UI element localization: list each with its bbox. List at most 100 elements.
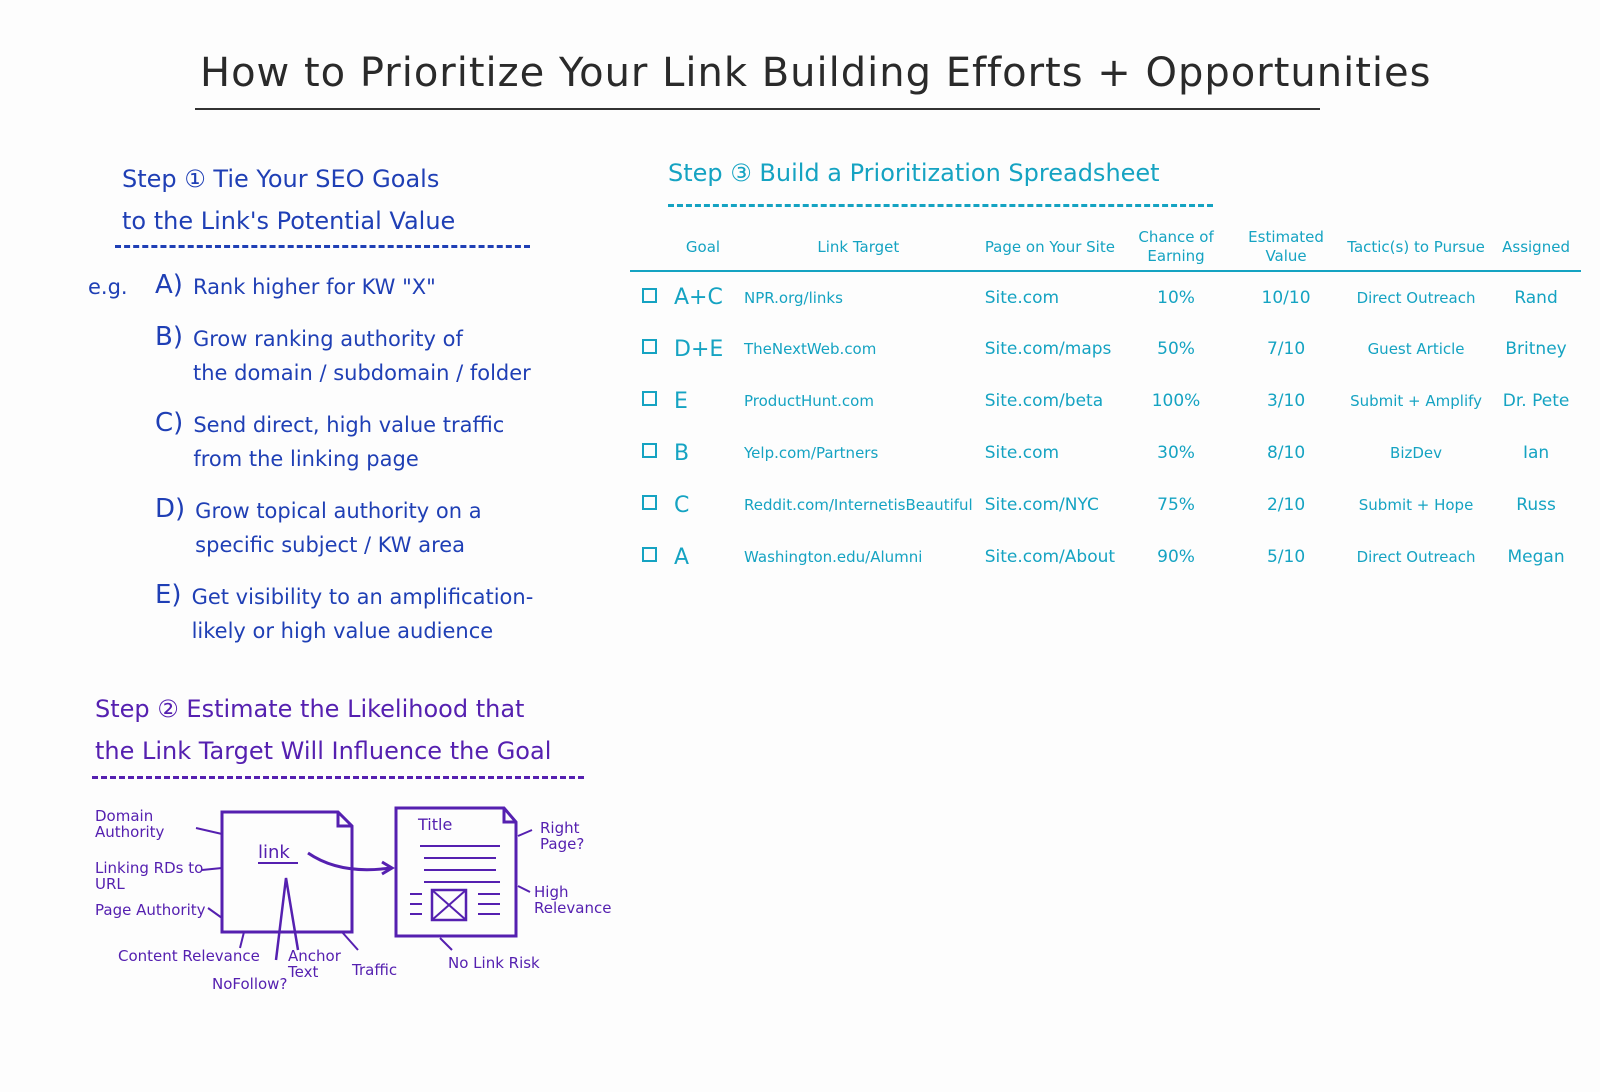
cell-assigned: Megan: [1507, 547, 1565, 567]
col-value: Estimated Value: [1248, 228, 1324, 265]
step1-heading-line1: Step ① Tie Your SEO Goals: [122, 165, 440, 193]
target-page-shape: [394, 806, 518, 938]
cell-chance: 75%: [1157, 495, 1195, 515]
goal-item: B) Grow ranking authority of the domain …: [155, 322, 533, 390]
cell-page: Site.com/NYC: [984, 495, 1099, 515]
row-checkbox[interactable]: [641, 443, 657, 458]
cell-target: Reddit.com/InternetisBeautiful: [744, 496, 973, 514]
cell-goal: D+E: [674, 336, 724, 362]
step1-divider: [115, 245, 530, 248]
cell-goal: C: [674, 492, 690, 518]
step1-heading: Step ① Tie Your SEO Goals to the Link's …: [122, 158, 455, 242]
link-diagram: link Title: [195, 806, 533, 961]
cell-value: 3/10: [1266, 391, 1306, 411]
goal-text-line1: Rank higher for KW "X": [192, 275, 436, 299]
cell-chance: 100%: [1151, 391, 1201, 411]
cell-assigned: Rand: [1514, 287, 1558, 308]
col-page-on-site: Page on Your Site: [984, 237, 1115, 256]
label-right-page: Right Page?: [540, 819, 585, 853]
goal-list: A) Rank higher for KW "X" B) Grow rankin…: [155, 270, 533, 666]
cell-tactic: Submit + Hope: [1358, 496, 1474, 514]
cell-value: 10/10: [1261, 287, 1311, 308]
eg-label: e.g.: [88, 275, 128, 299]
cell-value: 8/10: [1266, 443, 1306, 463]
table-row: A+C NPR.org/links Site.com 10% 10/10 Direct O…: [630, 271, 1581, 323]
goal-item: E) Get visibility to an amplification- l…: [155, 580, 533, 648]
cell-value: 2/10: [1266, 495, 1306, 515]
row-checkbox[interactable]: [641, 495, 657, 510]
label-nofollow: NoFollow?: [212, 975, 288, 993]
goal-item: D) Grow topical authority on a specific …: [155, 494, 533, 562]
step2-heading-line2: the Link Target Will Influence the Goal: [95, 737, 552, 765]
goal-text-line1: Grow topical authority on a: [195, 499, 482, 523]
col-chance: Chance of Earning: [1138, 228, 1214, 265]
label-linking-rds: Linking RDs to URL: [95, 859, 204, 893]
cell-goal: B: [674, 440, 690, 466]
cell-tactic: Direct Outreach: [1356, 548, 1476, 566]
cell-assigned: Ian: [1522, 443, 1550, 463]
label-high-relevance: High Relevance: [534, 883, 612, 917]
col-link-target: Link Target: [817, 237, 900, 256]
cell-chance: 90%: [1157, 547, 1195, 567]
goal-text-line2: the domain / subdomain / folder: [192, 361, 531, 385]
link-text: link: [258, 842, 290, 863]
row-checkbox[interactable]: [641, 287, 657, 303]
title-underline: [195, 108, 1320, 110]
cell-chance: 10%: [1157, 287, 1195, 308]
page-title-text: Title: [417, 815, 452, 834]
cell-page: Site.com: [984, 443, 1060, 463]
link-arrow: [307, 851, 391, 872]
cell-value: 5/10: [1266, 547, 1306, 567]
step2-divider: [92, 776, 584, 779]
goal-text-line2: specific subject / KW area: [195, 533, 466, 557]
cell-page: Site.com/About: [984, 547, 1116, 567]
goal-item: C) Send direct, high value traffic from …: [155, 408, 533, 476]
cell-tactic: Direct Outreach: [1356, 288, 1476, 307]
prioritization-spreadsheet: Goal Link Target Page on Your Site Chanc…: [630, 228, 1582, 583]
cell-assigned: Dr. Pete: [1502, 391, 1570, 411]
linking-page-shape: [220, 810, 354, 934]
goal-text-line2: likely or high value audience: [191, 619, 494, 643]
goal-letter: B): [155, 322, 183, 352]
goal-text-line2: from the linking page: [193, 447, 419, 471]
table-row: B Yelp.com/Partners Site.com 30% 8/10 BizDev I…: [630, 427, 1581, 479]
goal-letter: C): [155, 408, 184, 438]
cell-chance: 30%: [1157, 443, 1195, 463]
cell-target: NPR.org/links: [744, 288, 843, 307]
cell-target: TheNextWeb.com: [744, 340, 877, 358]
cell-page: Site.com/beta: [984, 391, 1104, 411]
cell-assigned: Britney: [1505, 339, 1567, 359]
cell-tactic: BizDev: [1390, 444, 1443, 462]
cell-target: ProductHunt.com: [744, 392, 874, 410]
row-checkbox[interactable]: [641, 547, 657, 562]
table-row: C Reddit.com/InternetisBeautiful Site.com/…: [630, 479, 1581, 531]
col-goal: Goal: [685, 237, 721, 256]
label-anchor-text: Anchor Text: [288, 947, 341, 981]
goal-text-line1: Grow ranking authority of: [192, 327, 463, 351]
cell-page: Site.com/maps: [984, 339, 1112, 359]
cell-page: Site.com: [984, 287, 1060, 308]
step2-heading: Step ② Estimate the Likelihood that the …: [95, 688, 551, 772]
label-traffic: Traffic: [352, 961, 398, 979]
col-tactics: Tactic(s) to Pursue: [1347, 237, 1485, 256]
goal-letter: E): [155, 580, 182, 610]
cell-target: Washington.edu/Alumni: [744, 548, 923, 566]
cell-target: Yelp.com/Partners: [744, 444, 879, 462]
label-no-link-risk: No Link Risk: [448, 954, 540, 972]
row-checkbox[interactable]: [641, 391, 657, 406]
step3-divider: [668, 204, 1213, 207]
goal-item: A) Rank higher for KW "X": [155, 270, 533, 304]
label-page-authority: Page Authority: [95, 901, 206, 919]
cell-goal: A: [674, 544, 690, 570]
goal-letter: A): [155, 270, 183, 300]
image-placeholder-icon: [430, 888, 468, 922]
spreadsheet-header: Goal Link Target Page on Your Site Chanc…: [630, 228, 1582, 271]
cell-tactic: Guest Article: [1367, 340, 1465, 358]
step1-heading-line2: to the Link's Potential Value: [122, 207, 456, 235]
cell-goal: A+C: [674, 285, 723, 310]
col-assigned: Assigned: [1502, 237, 1570, 256]
row-checkbox[interactable]: [641, 339, 657, 354]
goal-letter: D): [155, 494, 186, 524]
